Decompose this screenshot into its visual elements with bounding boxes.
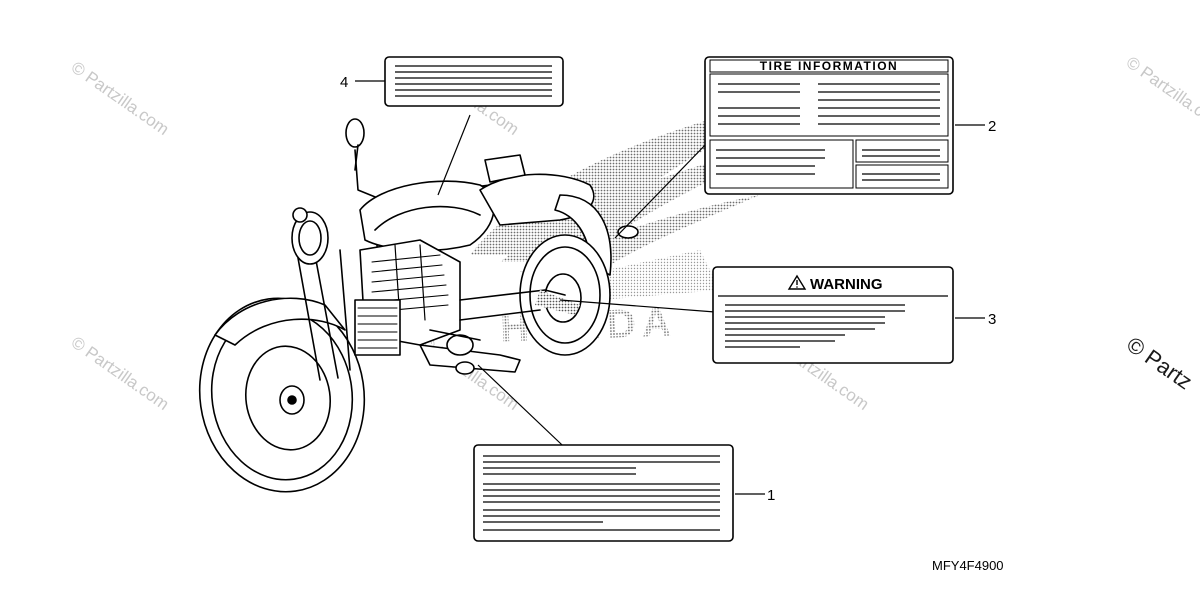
diagram-code: MFY4F4900 (932, 558, 1004, 573)
watermark: © Partzilla.com (68, 333, 173, 414)
label-3-warning[interactable]: WARNING (712, 266, 954, 364)
label-4[interactable] (384, 56, 564, 107)
callout-2[interactable]: 2 (988, 118, 996, 135)
callout-numbers: 4 2 3 1 (340, 74, 996, 504)
watermark: © Partzilla.com (1123, 53, 1200, 134)
motorcycle-illustration (198, 118, 639, 493)
callout-3[interactable]: 3 (988, 311, 996, 328)
watermark: © Partzilla.com (68, 58, 173, 139)
callout-1[interactable]: 1 (767, 487, 775, 504)
warning-title: WARNING (810, 276, 883, 293)
callout-4[interactable]: 4 (340, 74, 348, 91)
label-1[interactable] (473, 444, 734, 542)
label-2-tire-information[interactable]: TIRE INFORMATION (704, 56, 954, 195)
tire-information-title: TIRE INFORMATION (760, 59, 898, 73)
watermark-cut: © Partz (1122, 332, 1197, 395)
